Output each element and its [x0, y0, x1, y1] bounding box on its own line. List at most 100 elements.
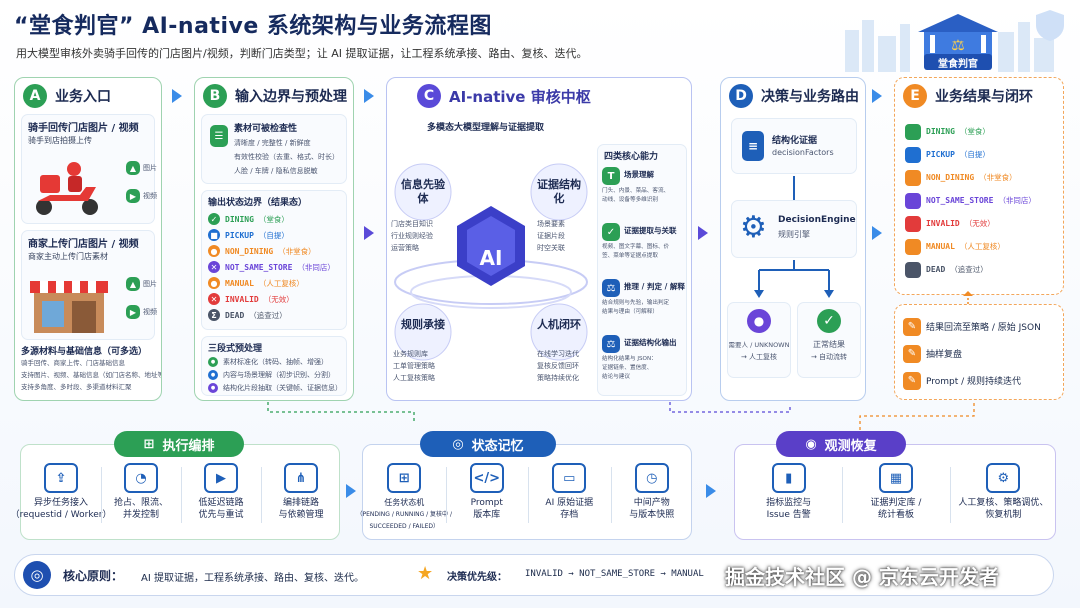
preprocess-list: ●素材标准化（转码、抽帧、增强）●内容与场景理解（初步识别、分割）●结构化片段抽…	[208, 355, 342, 394]
principle-label: 核心原则：	[63, 569, 124, 583]
page-subtitle: 用大模型审核外卖骑手回传的门店图片/视频，判断门店类型；让 AI 提取证据，让工…	[16, 47, 588, 60]
person-icon: ●	[747, 309, 771, 333]
auto-route-title: 正常结果	[813, 340, 845, 349]
state-code: INVALID	[225, 294, 259, 304]
lane-icon: ▶	[204, 463, 238, 493]
loop-icon: ✎	[903, 344, 921, 363]
flow-arrow-b-c-mid	[364, 226, 374, 240]
capability-4: ⚖证据结构化输出结构化结果与 JSON：证据链条、置信度、结论与建议	[602, 333, 686, 389]
auto-route-sub: → 自动流转	[810, 353, 848, 361]
ai-core-label: AI	[479, 246, 503, 270]
lane-observation-title: 观测恢复	[824, 438, 877, 454]
multi-source-line-2: 支持图片、视频、基础信息（如门店名称、地址等）	[21, 371, 162, 379]
lane-sub: 与依赖管理	[278, 510, 324, 520]
step-icon: ●	[208, 356, 218, 367]
merchant-upload-sub: 商家主动上传门店素材	[28, 252, 108, 261]
result-row-dead: DEAD（追查过）	[905, 258, 1036, 281]
rider-upload-card: 骑手回传门店图片 / 视频 骑手到店拍摄上传 ▲ 图片 ▶ 视频	[21, 114, 157, 224]
feedback-loop-list: ✎ 结果回流至策略 / 原始 JSON ✎ 抽样复盘 ✎Prompt / 规则持续迭代	[903, 313, 1041, 394]
status-dot-icon: ✕	[208, 293, 220, 305]
status-icon	[905, 192, 921, 209]
multi-source-line-1: 骑手回传、商家上传、门店基础信息	[21, 359, 125, 367]
state-row-pickup: ■PICKUP（自提）	[208, 227, 335, 243]
loop-text: 结果回流至策略 / 原始 JSON	[926, 323, 1041, 333]
preprocess-step-1: ● 素材标准化（转码、抽帧、增强）	[208, 355, 342, 368]
lane-label: 指标监控与	[766, 498, 812, 508]
state-desc: （非同店）	[297, 262, 335, 272]
lane-item-state-4: ◷中间产物与版本快照	[611, 463, 694, 521]
capability-detail: 视频、图文字幕、图标、价	[602, 244, 670, 250]
result-desc: （追查过）	[950, 265, 988, 274]
result-desc: （自提）	[959, 150, 990, 159]
loop-text: 抽样复盘	[926, 350, 963, 360]
lane-item-exec-3: ▶低延迟链路优先与重试	[181, 463, 261, 521]
lane-sub: 恢复机制	[985, 510, 1022, 520]
structured-evidence-card: ≡ 结构化证据 decisionFactors	[731, 118, 857, 174]
lane-icon: ⊞	[387, 463, 422, 493]
state-row-non_dining: ●NON_DINING（非堂食）	[208, 243, 335, 259]
lane-item-exec-2: ◔抢占、限流、并发控制	[101, 463, 181, 521]
ai-hub-illustration	[394, 163, 588, 361]
panel-c-subtitle: 多模态大模型理解与证据提取	[427, 123, 545, 133]
capability-icon: ⚖	[602, 335, 620, 353]
multi-source-line-3: 支持多角度、多时段、多渠道材料汇聚	[21, 383, 132, 391]
capability-icon: ⚖	[602, 279, 620, 297]
lane-icon: ⋔	[284, 463, 318, 493]
rider-image-tag: ▲ 图片	[126, 161, 157, 175]
result-desc: （堂食）	[959, 127, 990, 136]
loop-icon: ✎	[903, 371, 921, 390]
decision-engine-title: DecisionEngine	[778, 215, 856, 225]
page-title: “堂食判官” AI-native 系统架构与业务流程图	[14, 14, 492, 39]
result-row-manual: MANUAL（人工复核）	[905, 235, 1036, 258]
lane-item-exec-1: ⇪异步任务接入（requestid / Worker）	[11, 463, 111, 521]
state-row-dining: ✓DINING（堂食）	[208, 211, 335, 227]
routing-branches	[754, 260, 834, 298]
lane-label: 中间产物	[633, 498, 670, 508]
footer-bar: ◎ 核心原则： AI 提取证据，工程系统承接、路由、复核、迭代。 ★ 决策优先级…	[14, 554, 1054, 596]
panel-d-decision-routing: D 决策与业务路由 ≡ 结构化证据 decisionFactors ⚙ Deci…	[720, 77, 866, 401]
step-text: 素材标准化（转码、抽帧、增强）	[223, 357, 328, 366]
checkability-line-3: 人脸 / 车牌 / 隐私信息脱敏	[234, 167, 318, 175]
lane-label: 异步任务接入	[33, 498, 88, 508]
lane-item-exec-4: ⋔ 编排链路与依赖管理	[261, 463, 341, 521]
lane-divider	[528, 467, 529, 523]
output-state-title: 输出状态边界（结果态）	[208, 198, 308, 208]
result-code: NOT_SAME_STORE	[926, 196, 994, 205]
panel-e-title: 业务结果与闭环	[935, 89, 1033, 105]
image-icon: ▲	[126, 161, 140, 175]
watermark: 掘金技术社区 @ 京东云开发者	[725, 565, 999, 589]
lane-item-state-3: ▭AI 原始证据存档	[528, 463, 611, 521]
panel-a-header: A 业务入口	[23, 84, 111, 108]
lane-state-memory: ⊞任务状态机（PENDING / RUNNING / 复核中 /SUCCEEDE…	[357, 444, 694, 540]
video-icon: ▶	[126, 189, 140, 203]
panel-e-header: E 业务结果与闭环	[903, 84, 1033, 108]
merchant-image-tag: ▲ 图片	[126, 277, 157, 291]
lane-divider	[261, 467, 262, 523]
loop-step-3: ✎Prompt / 规则持续迭代	[903, 367, 1041, 394]
flow-arrow-d-e	[872, 89, 882, 103]
lane-sub-2: SUCCEEDED / FAILED）	[369, 523, 440, 530]
decision-engine-sub: 规则引擎	[778, 230, 810, 239]
lane-connectors	[267, 400, 975, 436]
capability-icon: ✓	[602, 223, 620, 241]
output-state-card: 输出状态边界（结果态） ✓DINING（堂食）■PICKUP（自提）●NON_D…	[201, 190, 347, 330]
panel-a-business-entry: A 业务入口 骑手回传门店图片 / 视频 骑手到店拍摄上传 ▲ 图片 ▶ 视频 …	[14, 77, 162, 401]
structured-evidence-title: 结构化证据	[772, 136, 818, 146]
preprocess-step-3: ●结构化片段抽取（关键帧、证据信息）	[208, 381, 342, 394]
result-code: NON_DINING	[926, 173, 975, 182]
org-chart-icon: ⊞	[143, 436, 155, 452]
lane-icon: ⚙	[986, 463, 1021, 493]
lane-label: 编排链路	[282, 498, 319, 508]
panel-e-badge: E	[903, 84, 927, 108]
state-code: DEAD	[225, 310, 245, 320]
result-code: INVALID	[926, 219, 960, 228]
state-desc: （人工复核）	[258, 278, 304, 288]
lane-sub: 版本库	[473, 510, 501, 520]
panel-c-badge: C	[417, 84, 441, 108]
lane-execution-title: 执行编排	[162, 438, 215, 454]
lane-label: 抢占、限流、	[113, 498, 168, 508]
